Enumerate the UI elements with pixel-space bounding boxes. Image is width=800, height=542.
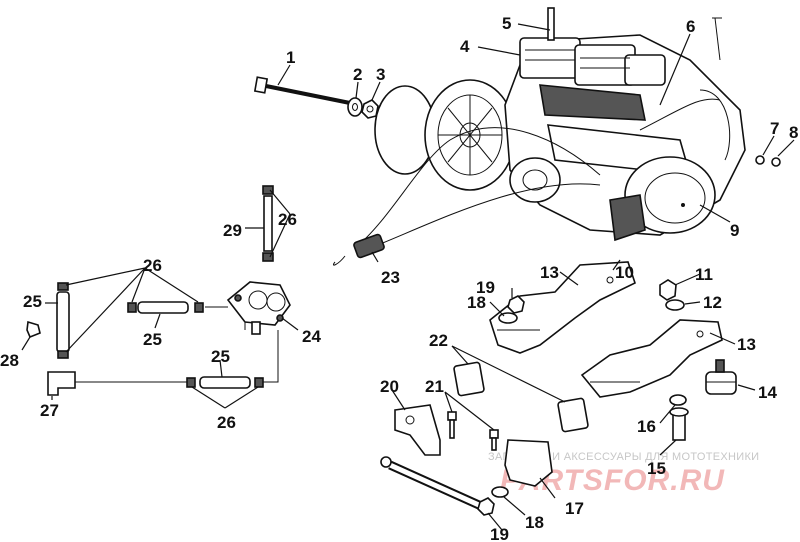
callout-19a: 19 bbox=[476, 278, 495, 297]
mount-bar bbox=[380, 456, 492, 515]
callout-20: 20 bbox=[380, 377, 399, 396]
leader-lines bbox=[21, 23, 795, 531]
bracket bbox=[504, 439, 553, 487]
bolt bbox=[447, 411, 499, 451]
bracket bbox=[394, 404, 441, 456]
callout-3: 3 bbox=[376, 65, 385, 84]
callout-16: 16 bbox=[637, 417, 656, 436]
callout-25c: 25 bbox=[211, 347, 230, 366]
engine-assembly bbox=[374, 7, 781, 242]
callout-21: 21 bbox=[425, 377, 444, 396]
nut bbox=[507, 295, 525, 314]
callout-7: 7 bbox=[770, 119, 779, 138]
callout-13b: 13 bbox=[737, 335, 756, 354]
callout-15: 15 bbox=[647, 459, 666, 478]
callout-6: 6 bbox=[686, 17, 695, 36]
callout-28: 28 bbox=[0, 351, 19, 370]
callout-25a: 25 bbox=[23, 292, 42, 311]
callout-5: 5 bbox=[502, 14, 511, 33]
nut bbox=[659, 279, 677, 301]
callout-17: 17 bbox=[565, 499, 584, 518]
washer bbox=[665, 299, 685, 311]
washer bbox=[347, 97, 363, 117]
mount-bracket-lower bbox=[580, 319, 723, 398]
callout-4: 4 bbox=[460, 37, 470, 56]
rubber-mount bbox=[705, 359, 737, 395]
callout-13a: 13 bbox=[540, 263, 559, 282]
fuel-lines bbox=[26, 185, 279, 396]
fuel-pump bbox=[226, 281, 291, 335]
callout-8: 8 bbox=[789, 123, 798, 142]
callout-26a: 26 bbox=[278, 210, 297, 229]
callout-1: 1 bbox=[286, 48, 295, 67]
long-bolt bbox=[253, 76, 351, 105]
throttle-cable bbox=[332, 127, 601, 266]
callout-25b: 25 bbox=[143, 330, 162, 349]
callout-10: 10 bbox=[615, 263, 634, 282]
callout-11: 11 bbox=[695, 265, 713, 284]
mount-bracket-upper bbox=[489, 261, 636, 354]
nut bbox=[361, 99, 379, 119]
nut bbox=[477, 497, 495, 516]
callout-27: 27 bbox=[40, 401, 59, 420]
callout-9: 9 bbox=[730, 221, 739, 240]
callout-23: 23 bbox=[381, 268, 400, 287]
callout-19b: 19 bbox=[490, 525, 509, 542]
engine-mount bbox=[453, 361, 589, 433]
callout-2: 2 bbox=[353, 65, 362, 84]
washer bbox=[669, 394, 687, 406]
spacer bbox=[669, 407, 689, 441]
callout-labels: 1 2 3 4 5 6 7 8 9 10 11 12 13 13 14 15 1… bbox=[0, 14, 798, 542]
callout-26c: 26 bbox=[217, 413, 236, 432]
callout-29: 29 bbox=[223, 221, 242, 240]
callout-12: 12 bbox=[703, 293, 722, 312]
watermark-tagline: ЗАПЧАСТИ И АКСЕССУАРЫ ДЛЯ МОТОТЕХНИКИ bbox=[488, 451, 759, 463]
callout-26b: 26 bbox=[143, 256, 162, 275]
washer bbox=[491, 486, 509, 498]
callout-22: 22 bbox=[429, 331, 448, 350]
callout-18b: 18 bbox=[525, 513, 544, 532]
callout-24: 24 bbox=[302, 327, 321, 346]
callout-14: 14 bbox=[758, 383, 777, 402]
callout-18a: 18 bbox=[467, 293, 486, 312]
